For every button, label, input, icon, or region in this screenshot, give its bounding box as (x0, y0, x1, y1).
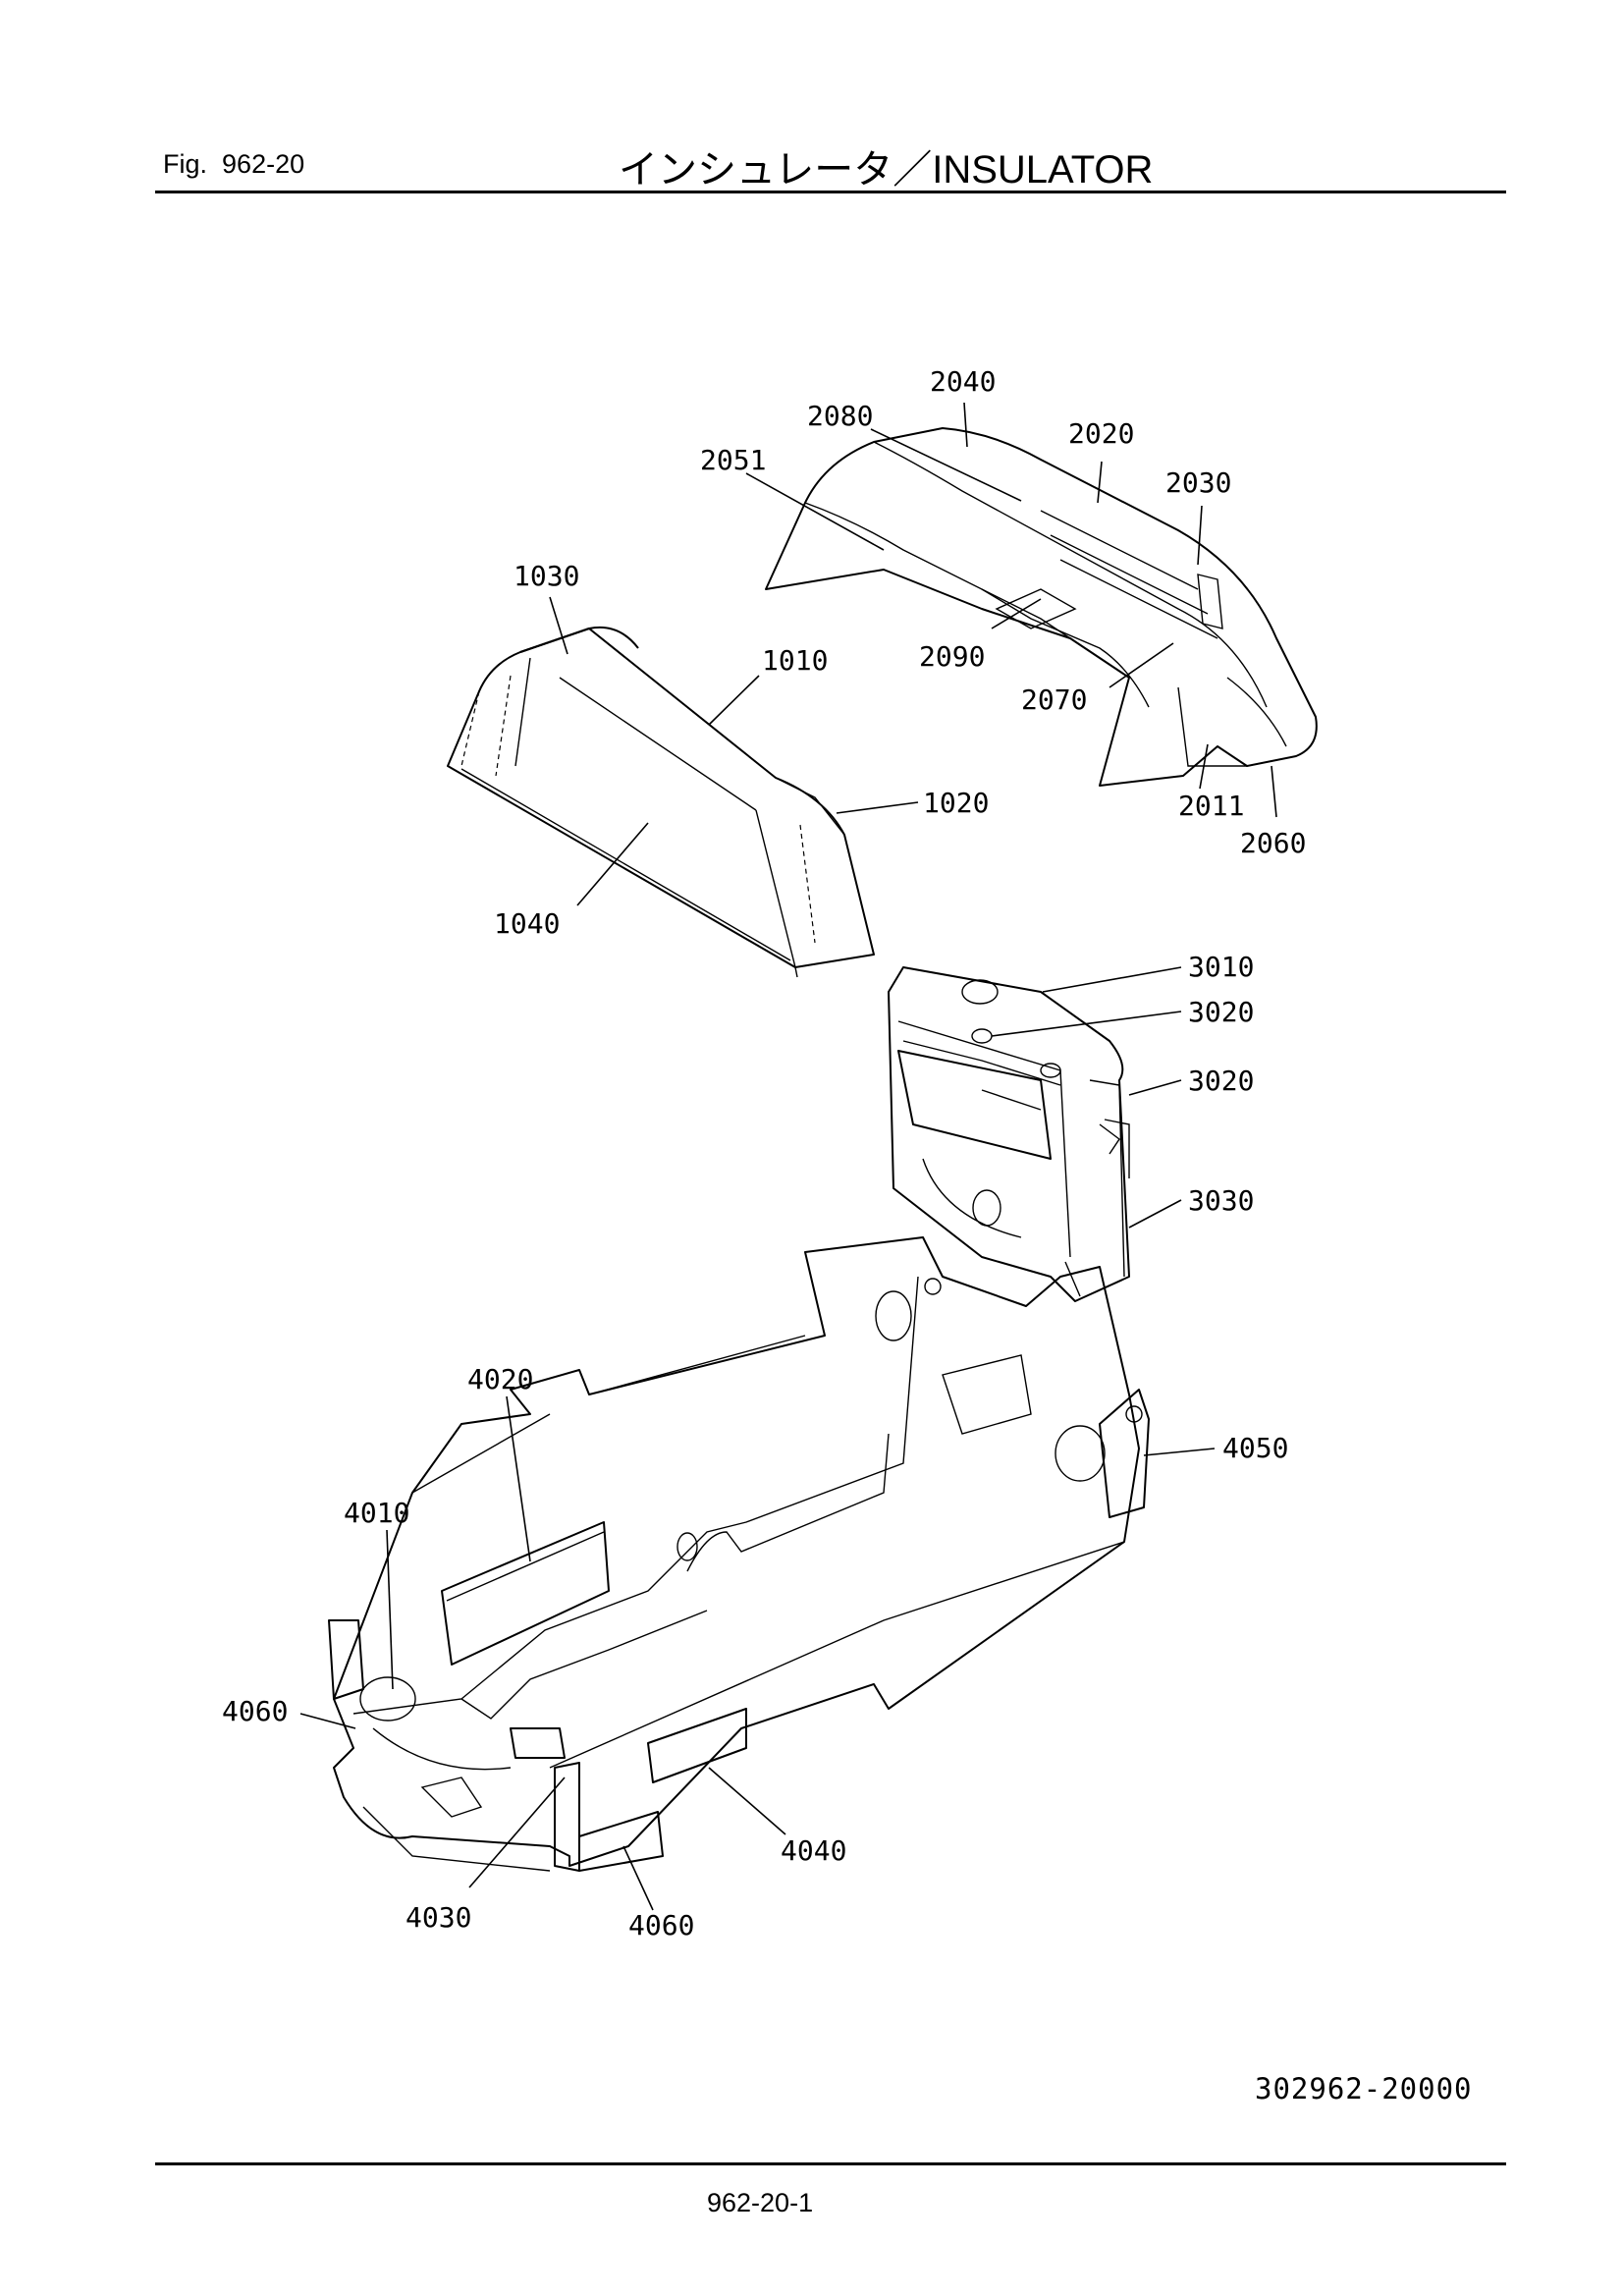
figure-number: Fig. 962-20 (163, 149, 305, 179)
part-label-4040: 4040 (781, 1834, 846, 1867)
part-number-labels: 1030 1010 1020 1040 2040 2080 2051 2020 … (222, 365, 1306, 1941)
insulator-radiator-3000 (888, 966, 1130, 1302)
document-number: 302962-20000 (1255, 2072, 1473, 2105)
part-label-4030: 4030 (406, 1901, 471, 1934)
insulator-box-1000 (447, 627, 875, 978)
part-label-1020: 1020 (923, 787, 989, 819)
part-label-2040: 2040 (930, 365, 996, 398)
part-label-1040: 1040 (494, 907, 560, 940)
part-label-1030: 1030 (514, 560, 579, 592)
part-label-2060: 2060 (1240, 827, 1306, 859)
part-label-1010: 1010 (762, 644, 828, 677)
part-label-2030: 2030 (1165, 466, 1231, 499)
page-title: インシュレータ／INSULATOR (619, 148, 1154, 191)
part-label-4020: 4020 (467, 1363, 533, 1395)
part-label-3020-lower: 3020 (1188, 1065, 1254, 1097)
insulator-frame-4000 (328, 1236, 1150, 1872)
part-label-4050: 4050 (1222, 1432, 1288, 1464)
part-label-3010: 3010 (1188, 951, 1254, 983)
page-number: 962-20-1 (707, 2188, 814, 2217)
part-label-2090: 2090 (919, 640, 985, 673)
part-label-2080: 2080 (807, 400, 873, 432)
insulator-hood-2000 (765, 427, 1318, 787)
header-rule (155, 191, 1506, 193)
part-label-3020-upper: 3020 (1188, 996, 1254, 1028)
leader-lines (299, 402, 1277, 1911)
part-label-2020: 2020 (1068, 417, 1134, 450)
footer-rule (155, 2162, 1506, 2165)
part-label-3030: 3030 (1188, 1184, 1254, 1217)
part-label-4060-left: 4060 (222, 1695, 288, 1727)
part-label-4060-bottom: 4060 (628, 1909, 694, 1941)
part-label-2070: 2070 (1021, 683, 1087, 716)
part-label-4010: 4010 (344, 1497, 409, 1529)
part-label-2051: 2051 (700, 444, 766, 476)
part-label-2011: 2011 (1178, 790, 1244, 822)
